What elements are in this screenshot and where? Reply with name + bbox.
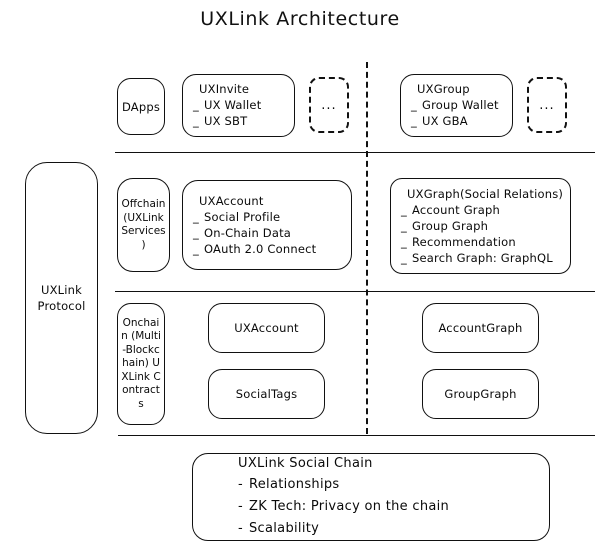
uxaccount-service-item-0-label: Social Profile [204,209,281,224]
divider-service-contract [115,291,595,292]
uxgroup-item-1: _ UX GBA [401,113,512,129]
social-chain-item-2-label: Scalability [249,521,320,536]
item-dash-icon: _ [401,202,407,217]
uxinvite-title: UXInvite [199,82,250,96]
uxgroup-item-0: _ Group Wallet [401,97,512,113]
more-applications-right-box[interactable]: ... [527,77,567,133]
item-dash-icon: _ [411,98,417,112]
onchain-layer-label-box[interactable]: Onchain (Multi-Blockchain) UXLink Contra… [117,303,165,425]
uxaccount-service-item-2: _ OAuth 2.0 Connect [183,241,351,257]
bullet-dash-icon: - [238,499,243,514]
onchain-layer-label: Onchain (Multi-Blockchain) UXLink Contra… [121,316,161,410]
uxgraph-service-item-1-label: Group Graph [412,218,489,233]
item-dash-icon: _ [193,114,199,128]
uxaccount-contract-label: UXAccount [234,321,299,335]
ellipsis-icon: ... [539,97,555,113]
uxgroup-box[interactable]: UXGroup _ Group Wallet _ UX GBA [400,74,513,137]
uxgraph-service-item-2: _ Recommendation [391,234,570,250]
uxgraph-service-box[interactable]: UXGraph(Social Relations) _ Account Graph… [390,178,571,274]
divider-account-graph-dashed [366,62,368,434]
uxinvite-item-0: _ UX Wallet [183,97,294,113]
uxgraph-service-item-2-label: Recommendation [412,234,516,249]
social-chain-item-1: -ZK Tech: Privacy on the chain [193,496,549,518]
divider-application-service [115,152,595,153]
uxaccount-service-item-1: _ On-Chain Data [183,225,351,241]
uxinvite-box[interactable]: UXInvite _ UX Wallet _ UX SBT [182,74,295,137]
socialtags-contract-label: SocialTags [235,387,298,401]
more-applications-left-box[interactable]: ... [309,77,349,133]
uxgroup-title: UXGroup [417,82,470,96]
item-dash-icon: _ [193,241,199,256]
uxaccount-service-item-0: _ Social Profile [183,209,351,225]
groupgraph-contract-box[interactable]: GroupGraph [422,369,539,419]
socialtags-contract-box[interactable]: SocialTags [208,369,325,419]
social-chain-title: UXLink Social Chain [238,456,373,471]
dapps-box[interactable]: DApps [117,78,165,135]
uxaccount-service-item-2-label: OAuth 2.0 Connect [204,241,317,256]
item-dash-icon: _ [193,225,199,240]
social-chain-item-0: -Relationships [193,474,549,496]
uxlink-protocol-line2: Protocol [37,299,86,313]
item-dash-icon: _ [401,250,407,265]
offchain-layer-label-box[interactable]: Offchain (UXLink Services ) [117,178,170,272]
social-chain-item-0-label: Relationships [249,477,340,492]
uxgroup-item-1-label: UX GBA [422,114,468,128]
uxaccount-service-title: UXAccount [199,193,264,208]
uxinvite-item-1: _ UX SBT [183,113,294,129]
bullet-dash-icon: - [238,477,243,492]
uxlink-protocol-box[interactable]: UXLink Protocol [25,162,98,434]
diagram-title: UXLink Architecture [200,8,400,30]
item-dash-icon: _ [193,209,199,224]
uxinvite-item-1-label: UX SBT [204,114,248,128]
item-dash-icon: _ [401,218,407,233]
ellipsis-icon: ... [321,97,337,113]
uxgroup-item-0-label: Group Wallet [422,98,499,112]
uxgraph-service-item-1: _ Group Graph [391,218,570,234]
social-chain-item-2: -Scalability [193,518,549,540]
uxinvite-item-0-label: UX Wallet [204,98,262,112]
bullet-dash-icon: - [238,521,243,536]
uxgraph-service-title: UXGraph(Social Relations) [407,186,564,201]
uxlink-protocol-line1: UXLink [40,283,83,297]
item-dash-icon: _ [193,98,199,112]
divider-contract-chain [118,435,595,436]
accountgraph-contract-label: AccountGraph [438,321,523,335]
item-dash-icon: _ [401,234,407,249]
uxaccount-service-item-1-label: On-Chain Data [204,225,292,240]
uxgraph-service-item-0: _ Account Graph [391,202,570,218]
groupgraph-contract-label: GroupGraph [444,387,517,401]
uxaccount-service-box[interactable]: UXAccount _ Social Profile _ On-Chain Data… [182,180,352,270]
uxaccount-contract-box[interactable]: UXAccount [208,303,325,353]
uxlink-social-chain-box[interactable]: UXLink Social Chain -Relationships -ZK T… [192,453,550,541]
dapps-label: DApps [121,99,161,114]
uxgraph-service-item-3: _ Search Graph: GraphQL [391,250,570,266]
offchain-layer-label: Offchain (UXLink Services ) [121,198,166,251]
social-chain-item-1-label: ZK Tech: Privacy on the chain [249,499,450,514]
uxgraph-service-item-3-label: Search Graph: GraphQL [412,250,553,265]
item-dash-icon: _ [411,114,417,128]
uxgraph-service-item-0-label: Account Graph [412,202,500,217]
accountgraph-contract-box[interactable]: AccountGraph [422,303,539,353]
